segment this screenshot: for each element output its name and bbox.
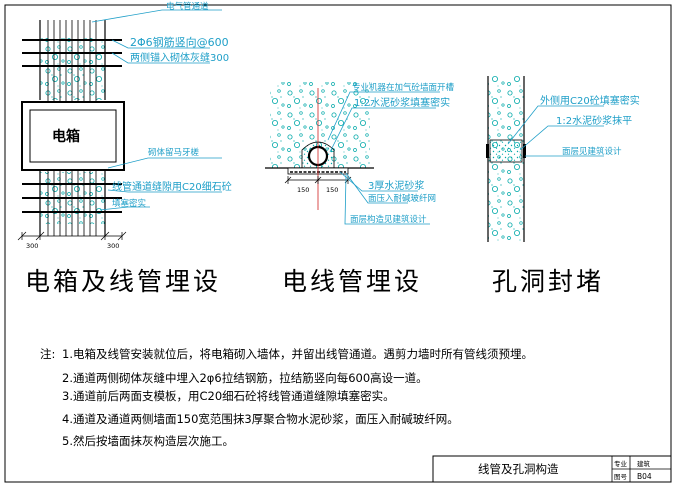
conduit-group-top (47, 20, 97, 102)
cement-layer-annotation: 3厚水泥砂浆 (368, 179, 424, 192)
dimension-right: 300 (107, 242, 119, 250)
caption-box-and-conduit: 电箱及线管埋设 (25, 267, 221, 296)
caption-opening-seal: 孔洞封堵 (492, 267, 604, 296)
notes-prefix: 注: (40, 347, 55, 361)
notes-block: 注: 1.电箱及线管安装就位后，将电箱砌入墙体，并留出线管通道。遇剪力墙时所有管… (40, 347, 533, 448)
render-right (523, 144, 526, 158)
c20-fill-annotation-2: 填塞密实 (112, 198, 146, 209)
leaders-a (91, 9, 222, 211)
dimension-lines-b (284, 176, 352, 184)
note-5: 5.然后按墙面抹灰构造层次施工。 (62, 434, 234, 448)
tie-bars-bottom (22, 183, 122, 213)
sealed-opening (489, 139, 523, 163)
sheet-number-value: B04 (637, 472, 652, 481)
dimension-b-right: 150 (326, 186, 338, 194)
finish-annotation-c: 面层见建筑设计 (562, 146, 622, 157)
render-left (486, 144, 489, 158)
c20-seal-annotation: 外侧用C20砼填塞密实 (540, 94, 640, 107)
drawing-conduit-in-wall: 150 150 专业机器在加气砼墙面开槽 1:2水泥砂浆填塞密实 3厚水泥砂浆 … (265, 82, 455, 296)
note-3: 3.通道前后两面支模板，用C20细石砼将线管通道缝隙填塞密实。 (62, 389, 395, 403)
finish-annotation-b: 面层构造见建筑设计 (350, 214, 427, 225)
mortar-fill-annotation: 1:2水泥砂浆填塞密实 (354, 96, 450, 109)
discipline-value: 建筑 (637, 459, 651, 468)
note-2: 2.通道两侧砌体灰缝中埋入2φ6拉结钢筋，拉结筋竖向每600高设一道。 (62, 371, 428, 385)
sheet-border (4, 4, 672, 483)
conduit-channel-annotation: 电气管通道 (166, 1, 209, 12)
masonry-band-top (40, 38, 105, 100)
dimension-left: 300 (26, 242, 38, 250)
drawing-opening-seal: 外侧用C20砼填塞密实 1:2水泥砂浆抹平 面层见建筑设计 孔洞封堵 (486, 76, 640, 296)
mortar-joint-annotation: 砌体留马牙槎 (148, 147, 200, 158)
embed-depth-annotation: 两侧锚入砌体灰缝300 (130, 51, 229, 64)
tie-bar-annotation: 2Φ6钢筋竖向@600 (130, 35, 229, 49)
discipline-label: 专业 (614, 459, 628, 468)
conduit-group-bottom (47, 170, 97, 236)
dimension-lines-a (17, 231, 127, 241)
mortar-level-annotation: 1:2水泥砂浆抹平 (556, 114, 632, 127)
c20-fill-annotation: 线管通道缝隙用C20细石砼 (112, 180, 232, 193)
leaders-c (507, 105, 604, 157)
caption-conduit-in-wall: 电线管埋设 (282, 267, 422, 296)
title-block: 线管及孔洞构造 专业 建筑 图号 B04 (432, 455, 672, 483)
note-4: 4.通道及通道两侧墙面150宽范围抹3厚聚合物水泥砂浆，面压入耐碱玻纤网。 (62, 412, 459, 426)
dimension-b-left: 150 (297, 186, 309, 194)
electrical-box-inner (29, 109, 117, 163)
mesh-annotation: 面压入耐碱玻纤网 (368, 193, 436, 204)
tie-bars-top (22, 39, 122, 67)
note-1: 1.电箱及线管安装就位后，将电箱砌入墙体，并留出线管通道。遇剪力墙时所有管线须预… (62, 347, 533, 361)
box-label: 电箱 (52, 128, 80, 145)
sheet-number-label: 图号 (614, 473, 628, 481)
groove-annotation: 专业机器在加气砼墙面开槽 (352, 82, 455, 93)
drawing-box-and-conduit: 电箱 电气管通道 2Φ6钢筋竖向@600 两侧锚入砌体灰缝300 (17, 1, 232, 296)
leaders-b (327, 91, 440, 225)
drawing-title: 线管及孔洞构造 (478, 462, 559, 476)
